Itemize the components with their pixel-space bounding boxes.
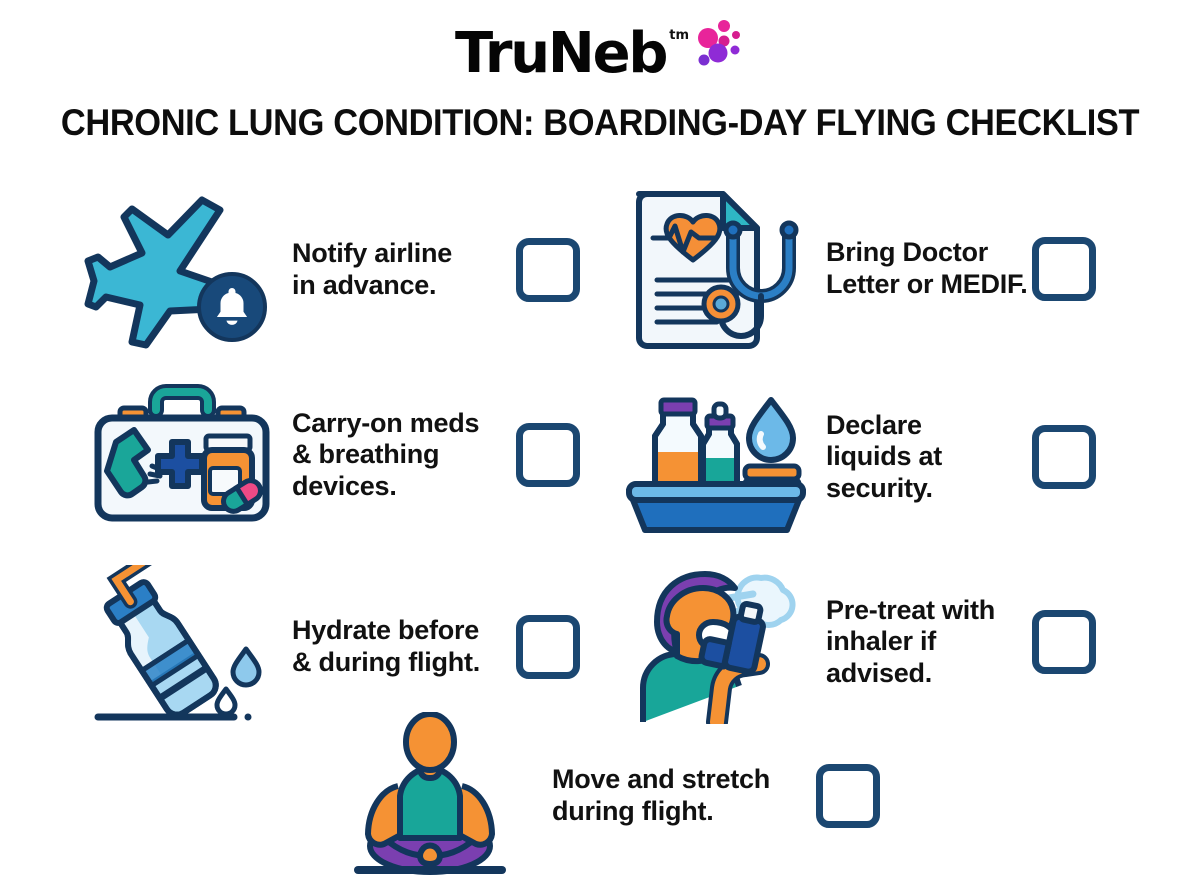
checklist-item-notify-airline[interactable]: Notify airline in advance.	[82, 185, 602, 355]
first-aid-kit-inhaler-icon	[82, 380, 282, 530]
person-using-inhaler-icon	[618, 560, 814, 724]
page-title: CHRONIC LUNG CONDITION: BOARDING-DAY FLY…	[60, 102, 1140, 143]
airplane-notification-icon	[82, 185, 282, 355]
checkbox-notify-airline[interactable]	[516, 238, 580, 302]
checklist-item-move-stretch[interactable]: Move and stretch during flight.	[330, 712, 890, 880]
checkbox-carry-on-meds[interactable]	[516, 423, 580, 487]
checkbox-pretreat-inhaler[interactable]	[1032, 610, 1096, 674]
checkbox-move-stretch[interactable]	[816, 764, 880, 828]
checklist-item-label: Declare liquids at security.	[826, 409, 943, 503]
security-liquids-bin-icon	[618, 378, 814, 536]
checklist-item-label: Move and stretch during flight.	[552, 764, 771, 826]
seated-stretch-person-icon	[330, 712, 530, 880]
medical-document-stethoscope-icon	[618, 180, 814, 358]
checklist-item-declare-liquids[interactable]: Declare liquids at security.	[618, 378, 1138, 536]
checklist-item-hydrate[interactable]: Hydrate before & during flight.	[82, 565, 602, 729]
checklist-item-label: Pre-treat with inhaler if advised.	[826, 594, 996, 688]
checklist-item-carry-on-meds[interactable]: Carry-on meds & breathing devices.	[82, 380, 602, 530]
checklist-item-label: Carry-on meds & breathing devices.	[292, 407, 480, 501]
water-bottle-hydration-icon	[82, 565, 282, 729]
checklist-item-label: Notify airline in advance.	[292, 238, 453, 300]
checklist-item-doctor-letter[interactable]: Bring Doctor Letter or MEDIF.	[618, 180, 1138, 358]
brand-dot-cluster-icon	[691, 19, 745, 73]
checklist-item-label: Hydrate before & during flight.	[292, 615, 480, 677]
checkbox-hydrate[interactable]	[516, 615, 580, 679]
checkbox-doctor-letter[interactable]	[1032, 237, 1096, 301]
brand-wordmark: TruNeb	[454, 21, 668, 86]
checkbox-declare-liquids[interactable]	[1032, 425, 1096, 489]
checklist-item-label: Bring Doctor Letter or MEDIF.	[826, 237, 1028, 299]
trademark-symbol: tm	[669, 28, 690, 43]
brand-logo: TruNeb tm	[0, 18, 1200, 90]
checklist-item-pretreat-inhaler[interactable]: Pre-treat with inhaler if advised.	[618, 560, 1138, 724]
